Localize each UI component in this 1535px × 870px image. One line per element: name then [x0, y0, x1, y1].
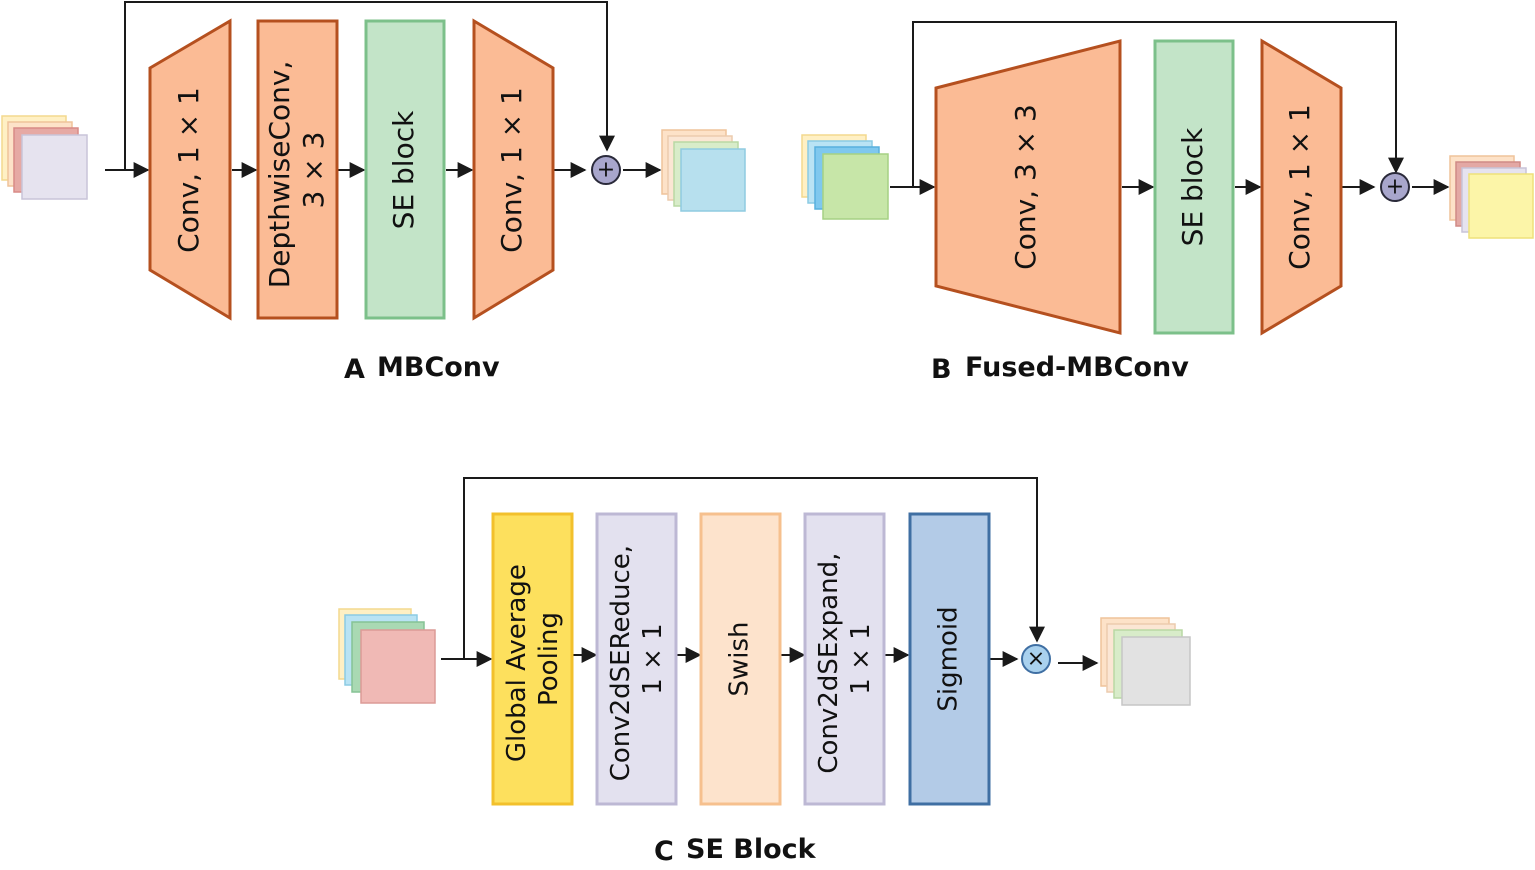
panel-c-expand-block [803, 512, 886, 806]
panel-c-expand-label: Conv2dSExpand, 1 × 1 [814, 544, 876, 773]
panel-c-expand-line1: Conv2dSExpand, [814, 553, 844, 774]
panel-b-conv-in-block [934, 39, 1122, 335]
panel-b-caption: Fused-MBConv [965, 352, 1189, 383]
panel-c-swish-block [699, 512, 782, 806]
panel-c-gap-label: Global Average Pooling [502, 556, 564, 762]
panel-a-mbconv: Conv, 1 × 1 DepthwiseConv, 3 × 3 SE bloc… [1, 1, 746, 385]
panel-b-se-label: SE block [1176, 127, 1209, 246]
panel-c-input-feature-stack [338, 608, 436, 704]
panel-a-conv-in-block [148, 18, 232, 321]
panel-c-swish-label: Swish [725, 621, 755, 696]
panel-c-reduce-line1: Conv2dSEReduce, [606, 545, 636, 781]
panel-c-multiply-operator: × [1021, 644, 1051, 674]
panel-c-reduce-block [595, 512, 678, 806]
panel-b-output-feature-stack [1449, 155, 1534, 239]
panel-b-conv-in-label: Conv, 3 × 3 [1009, 104, 1042, 270]
panel-a-caption: MBConv [377, 352, 500, 383]
panel-c-gap-line1: Global Average [502, 564, 532, 762]
panel-a-depthwise-label: DepthwiseConv, 3 × 3 [263, 52, 330, 289]
panel-a-skip-connection [124, 1, 615, 170]
panel-b-add-glyph: + [1386, 175, 1404, 200]
panel-c-caption: SE Block [686, 834, 817, 865]
panel-c-sigmoid-label: Sigmoid [934, 606, 964, 711]
panel-a-conv-out-label: Conv, 1 × 1 [495, 87, 528, 253]
panel-a-add-glyph: + [597, 158, 615, 183]
panel-a-conv-in-label: Conv, 1 × 1 [172, 87, 205, 253]
panel-a-conv-out-block [472, 18, 555, 321]
panel-c-multiply-glyph: × [1027, 647, 1045, 672]
panel-c-expand-line2: 1 × 1 [846, 623, 876, 694]
panel-a-input-feature-stack [1, 115, 88, 200]
panel-b-caption-letter: B [931, 354, 952, 385]
panel-b-fused-mbconv: Conv, 3 × 3 SE block Conv, 1 × 1 + B Fus… [801, 21, 1534, 385]
panel-a-depthwise-line1: DepthwiseConv, [263, 61, 296, 289]
panel-c-gap-block [491, 512, 574, 806]
panel-b-conv-out-label: Conv, 1 × 1 [1283, 104, 1316, 270]
panel-a-se-label: SE block [387, 110, 420, 229]
panel-b-input-feature-stack [801, 134, 889, 220]
panel-c-gap-line2: Pooling [534, 612, 564, 706]
panel-c-caption-letter: C [654, 836, 674, 867]
panel-c-skip-connection [463, 477, 1045, 659]
panel-a-se-block [364, 19, 446, 320]
panel-c-reduce-line2: 1 × 1 [638, 623, 668, 694]
panel-c-sigmoid-block [908, 512, 991, 806]
panel-a-depthwise-block [256, 19, 339, 320]
panel-b-add-operator: + [1380, 172, 1410, 202]
panel-c-output-feature-stack [1100, 617, 1191, 706]
panel-c-se-block: Global Average Pooling Conv2dSEReduce, 1… [338, 477, 1191, 867]
panel-a-caption-letter: A [344, 354, 365, 385]
panel-b-conv-out-block [1260, 38, 1343, 336]
panel-a-add-operator: + [591, 155, 621, 185]
panel-c-reduce-label: Conv2dSEReduce, 1 × 1 [606, 537, 668, 782]
panel-a-output-feature-stack [661, 129, 746, 212]
panel-b-skip-connection [912, 21, 1404, 187]
panel-b-se-block [1153, 39, 1235, 335]
panel-a-depthwise-line2: 3 × 3 [297, 132, 330, 209]
